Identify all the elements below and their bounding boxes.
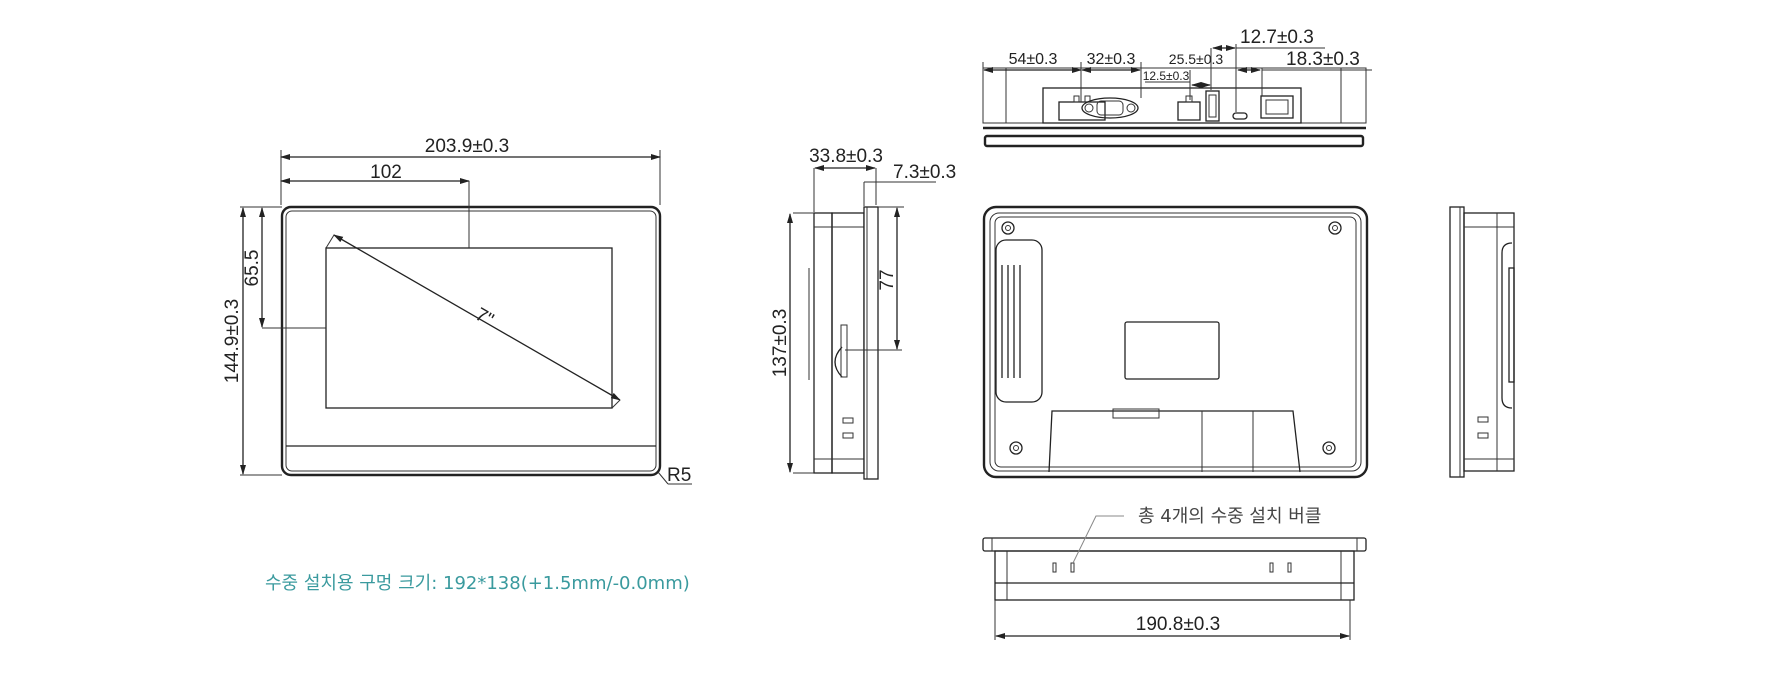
rear-view (982, 205, 1369, 479)
usb-a-port-icon (1205, 90, 1220, 122)
buckle-note: 총 4개의 수중 설치 버클 (1138, 506, 1321, 527)
power-terminal-icon (1058, 101, 1106, 121)
can-terminal-icon (1177, 101, 1201, 121)
height-dim: 144.9±0.3 (222, 299, 243, 383)
label-area (1124, 321, 1220, 380)
center-y-dim: 65.5 (242, 250, 263, 287)
usb-c-port-icon (1232, 112, 1248, 120)
side-view: 33.8±0.3 7.3±0.3 137±0.3 77 (770, 146, 956, 480)
center-x-dim: 102 (370, 162, 402, 183)
corner-radius-label: R5 (667, 465, 691, 486)
vent-panel (995, 239, 1043, 403)
dim-54: 54±0.3 (1009, 51, 1058, 68)
dim-12-5: 12.5±0.3 (1143, 69, 1190, 83)
top-view: 54±0.3 32±0.3 25.5±0.3 12.5±0.3 12.7±0.3… (982, 27, 1372, 148)
dim-32: 32±0.3 (1087, 51, 1136, 68)
serial-port-icon (1081, 97, 1139, 119)
right-side-view (1449, 206, 1515, 478)
dim-25-5: 25.5±0.3 (1169, 51, 1224, 67)
bezel-dim: 7.3±0.3 (893, 162, 956, 183)
dim-12-7: 12.7±0.3 (1240, 27, 1314, 48)
screen-area (325, 247, 613, 409)
dim-18-3: 18.3±0.3 (1286, 49, 1360, 70)
bottom-view: 총 4개의 수중 설치 버클 190.8±0.3 (982, 506, 1367, 640)
ethernet-port-icon (1260, 95, 1294, 119)
cutout-size-note: 수중 설치용 구멍 크기: 192*138(+1.5mm/-0.0mm) (265, 573, 690, 594)
front-view: 7" 203.9±0.3 102 144.9±0.3 65.5 R5 (222, 136, 692, 486)
sd-offset-dim: 77 (877, 269, 898, 290)
width-dim: 203.9±0.3 (425, 136, 509, 157)
depth-dim: 33.8±0.3 (809, 146, 883, 167)
side-height-dim: 137±0.3 (770, 309, 791, 378)
bottom-width-dim: 190.8±0.3 (1136, 614, 1220, 635)
